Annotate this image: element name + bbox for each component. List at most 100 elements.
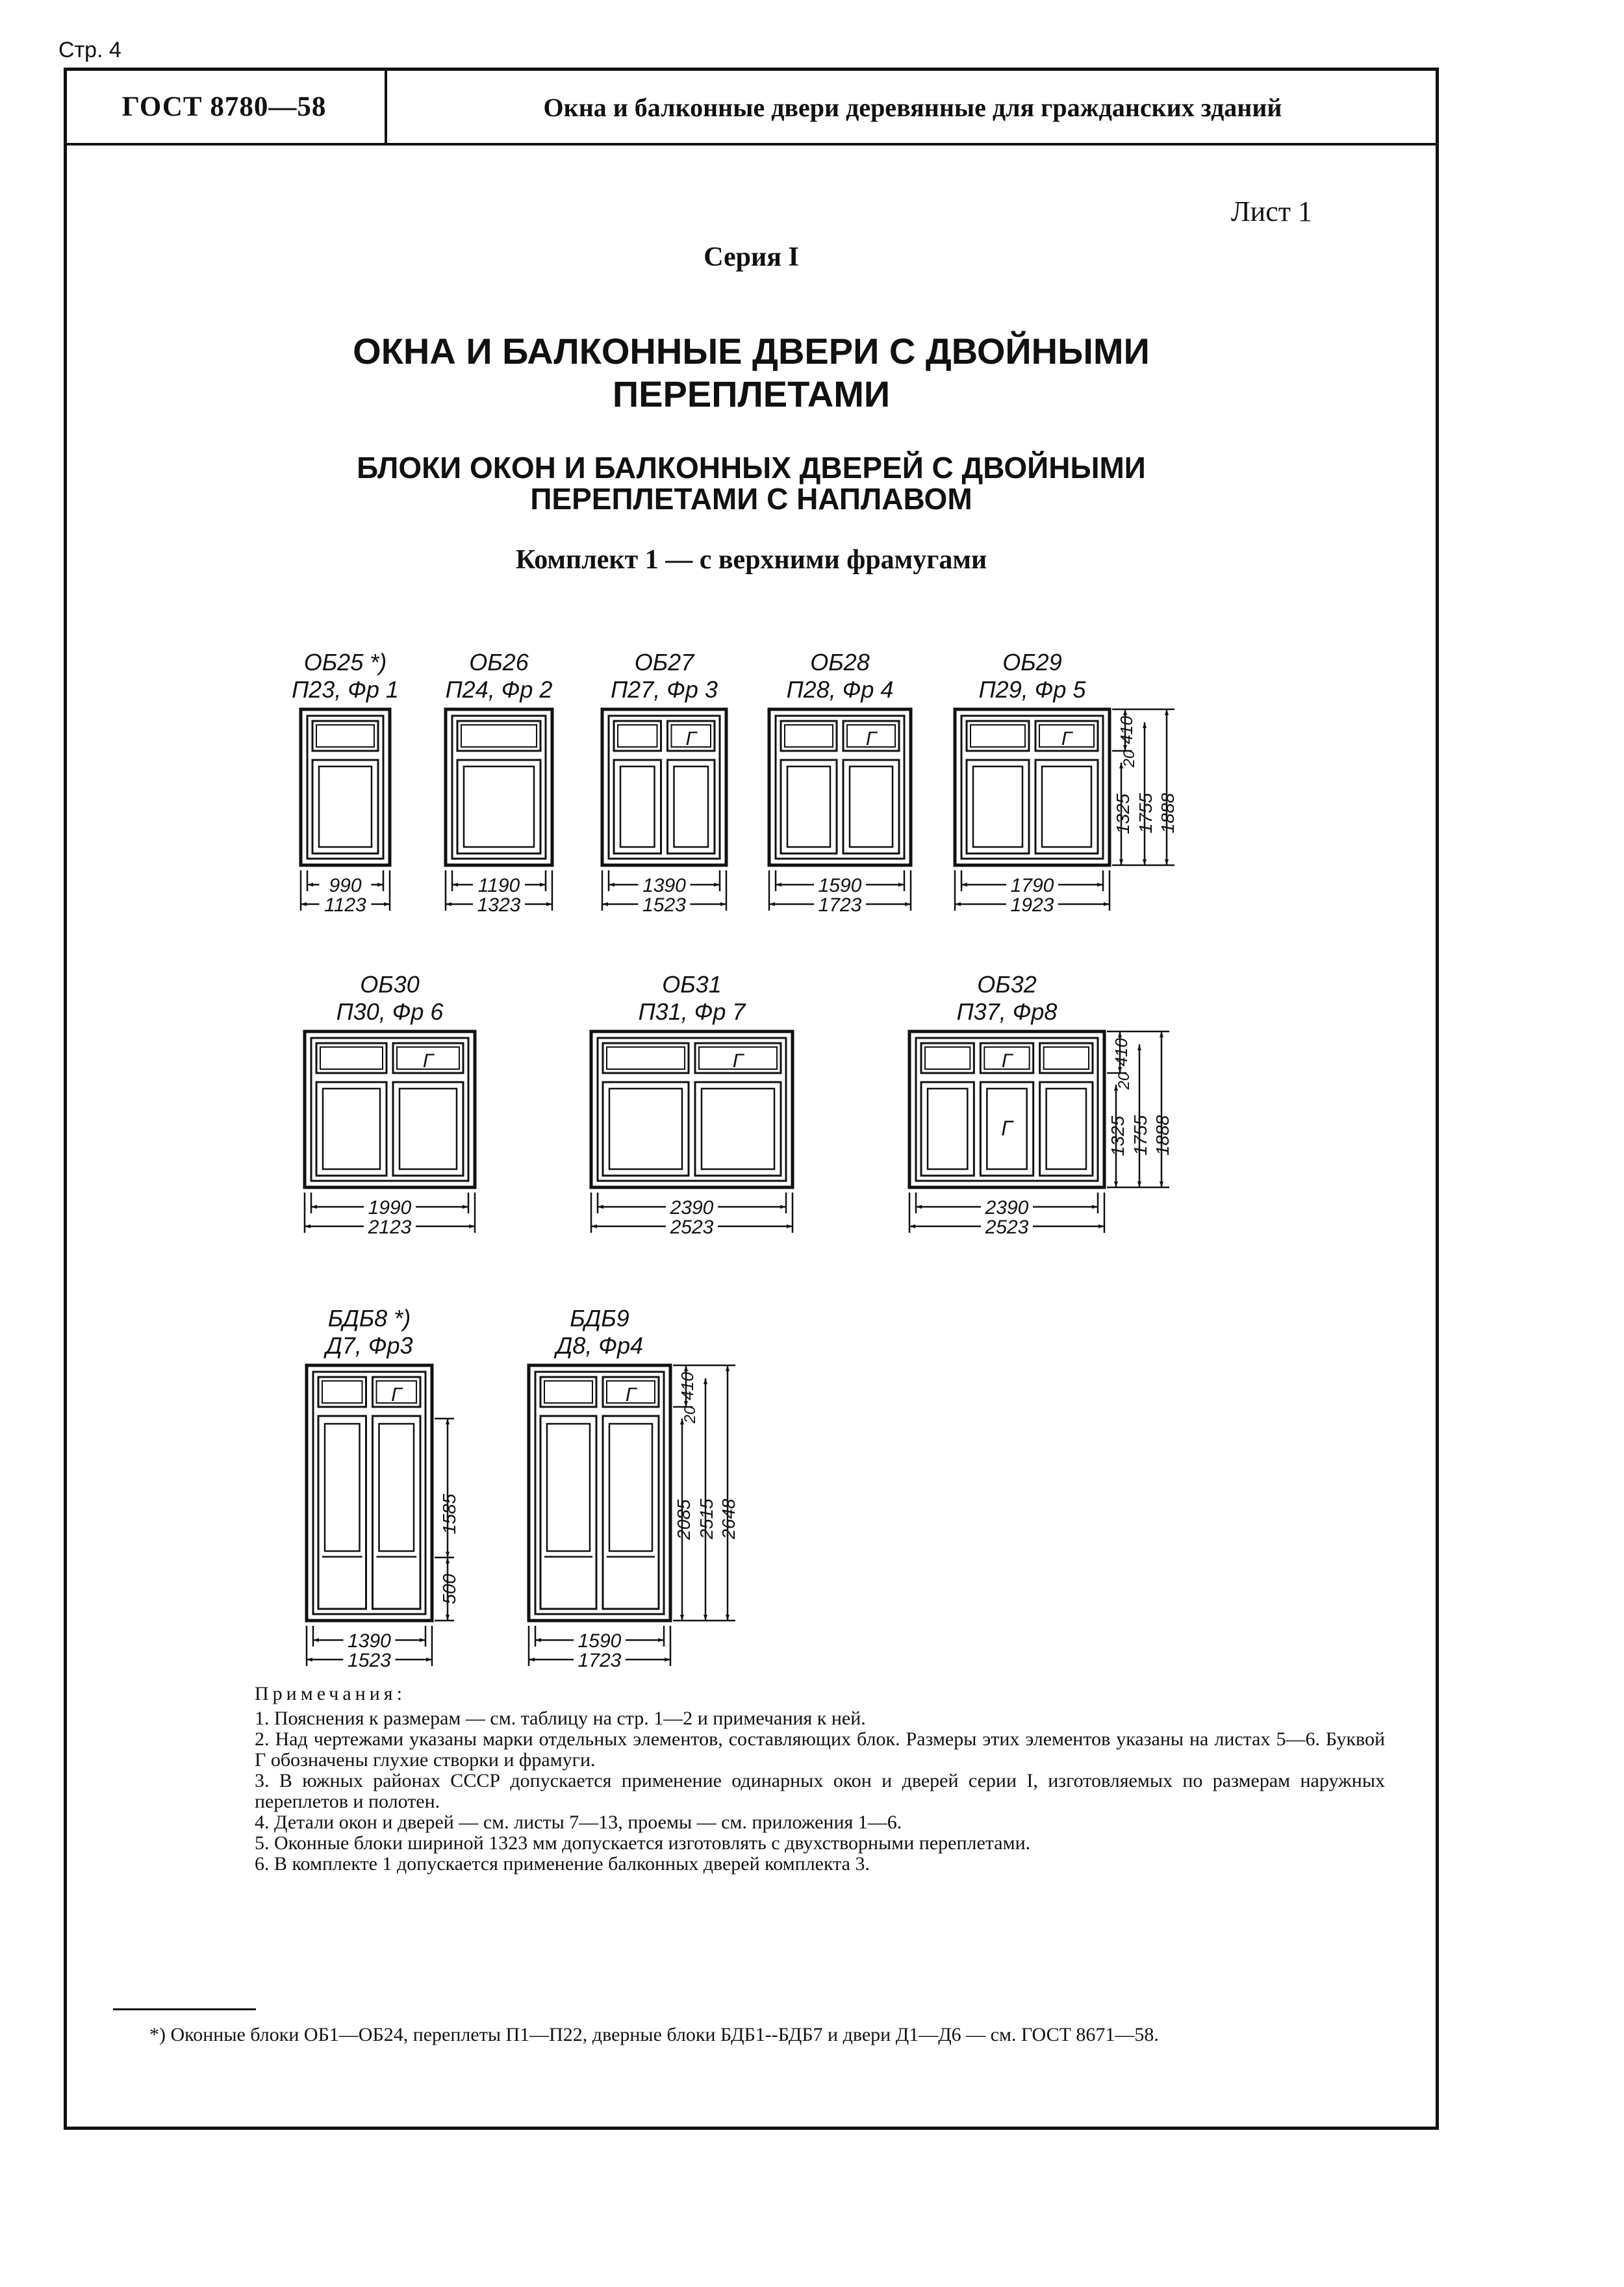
fixed-transom-mark: Г — [626, 1384, 638, 1406]
dim-label-inner-width: 2390 — [670, 1197, 714, 1219]
block-mark-label: ОБ25 *) — [304, 649, 387, 676]
dim-label-gap: 20 — [1115, 1072, 1133, 1090]
block-mark-label: ОБ32 — [977, 971, 1036, 998]
sash — [780, 759, 838, 855]
transom-pane — [694, 1042, 782, 1074]
sash-glass — [318, 765, 373, 848]
dim-label-inner-width: 1190 — [478, 875, 520, 896]
dim-label-bg — [343, 1630, 396, 1649]
inner-frame — [607, 714, 721, 860]
outer-frame — [299, 707, 392, 867]
header-column-divider — [385, 68, 387, 144]
transom-glass — [544, 1380, 593, 1404]
outer-frame — [907, 1030, 1106, 1189]
dim-label-lower-panel: 500 — [439, 1574, 459, 1604]
dim-label-gap: 20 — [1121, 750, 1138, 768]
sash-glass — [1041, 765, 1093, 848]
main-title-line-2: ПЕРЕПЛЕТАМИ — [612, 373, 891, 414]
dim-label-bg — [666, 1216, 718, 1235]
fixed-transom-mark: Г — [866, 728, 878, 750]
outer-frame — [305, 1363, 434, 1623]
dim-label-bg — [319, 874, 372, 894]
inner-frame — [310, 1037, 470, 1182]
fixed-transom-mark: Г — [733, 1050, 745, 1072]
transom-pane — [317, 1376, 367, 1408]
sash — [315, 1081, 388, 1177]
block-mark-label: ОБ30 — [360, 971, 419, 998]
dim-label-inner-width: 1590 — [818, 875, 862, 896]
dim-label-bg — [473, 874, 525, 894]
sash-glass — [463, 765, 535, 848]
sub-title-line-1: БЛОКИ ОКОН И БАЛКОННЫХ ДВЕРЕЙ С ДВОЙНЫМИ — [357, 451, 1146, 485]
outer-frame — [767, 707, 913, 867]
dim-label-bg — [473, 894, 525, 913]
inner-frame — [960, 714, 1104, 860]
dim-label-inner-height: 1755 — [1130, 1115, 1150, 1156]
series-label: Серия I — [704, 242, 799, 272]
dim-label-bg — [666, 1196, 718, 1216]
transom-pane — [456, 720, 542, 752]
block-mark-label: ОБ27 — [635, 649, 695, 676]
dim-label-inner-width: 1390 — [348, 1630, 391, 1652]
inner-frame — [451, 714, 547, 860]
transom-glass — [375, 1380, 417, 1404]
note-item-1: 1. Пояснения к размерам — см. таблицу на… — [255, 1708, 866, 1729]
dim-label-gap: 20 — [681, 1406, 699, 1424]
header-divider — [64, 143, 1439, 145]
dim-label-upper-panel: 1585 — [439, 1493, 459, 1534]
footnote: *) Оконные блоки ОБ1—ОБ24, переплеты П1—… — [149, 2024, 1159, 2045]
dim-label-bg — [814, 894, 866, 913]
sash-glass — [1045, 1087, 1087, 1170]
dim-label-bg — [343, 1649, 396, 1669]
door-glass — [324, 1422, 361, 1552]
dim-label-inner-width: 1990 — [368, 1197, 412, 1219]
sash-glass — [322, 1087, 381, 1170]
sash — [979, 1081, 1035, 1177]
note-item-2: 2. Над чертежами указаны марки отдельных… — [255, 1728, 1385, 1771]
transom-pane — [965, 720, 1030, 752]
dim-label-top-height: 410 — [678, 1372, 697, 1400]
block-mark-label: БДБ9 — [570, 1305, 629, 1332]
transom-pane — [1034, 720, 1099, 752]
page-number: Стр. 4 — [58, 38, 121, 62]
block-mark-label: ОБ29 — [1002, 649, 1061, 676]
sub-title-line-2: ПЕРЕПЛЕТАМИ С НАПЛАВОМ — [530, 482, 972, 516]
dim-label-outer-width: 1123 — [324, 894, 366, 916]
door-glass — [546, 1422, 591, 1552]
dim-label-outer-width: 1723 — [818, 894, 862, 916]
dim-label-bg — [814, 874, 866, 894]
dim-label-outer-width: 1523 — [642, 894, 686, 916]
inner-frame — [915, 1037, 1099, 1182]
door-glass — [608, 1422, 653, 1552]
block-parts-label: Д7, Фр3 — [323, 1332, 412, 1359]
sash-glass — [673, 765, 709, 848]
dim-label-bg — [981, 1196, 1033, 1216]
transom-glass — [461, 724, 537, 748]
dim-label-bg — [574, 1649, 626, 1669]
outer-frame — [600, 707, 728, 867]
sash — [317, 1415, 367, 1610]
block-parts-label: П30, Фр 6 — [336, 998, 444, 1025]
transom-glass — [1043, 1046, 1089, 1070]
dim-label-inner-width: 2390 — [985, 1197, 1029, 1219]
sash-glass — [786, 765, 831, 848]
outer-frame — [953, 707, 1111, 867]
transom-glass — [606, 1380, 655, 1404]
block-parts-label: П24, Фр 2 — [446, 676, 553, 703]
dim-label-outer-width: 2523 — [670, 1217, 714, 1238]
transom-glass — [320, 1046, 383, 1070]
transom-pane — [539, 1376, 598, 1408]
dim-label-bg — [1006, 894, 1058, 913]
transom-glass — [970, 724, 1026, 748]
block-mark-label: ОБ31 — [662, 971, 721, 998]
transom-glass — [698, 1046, 778, 1070]
document-title: Окна и балконные двери деревянные для гр… — [543, 93, 1282, 122]
set-title: Комплект 1 — с верхними фрамугами — [515, 545, 987, 575]
